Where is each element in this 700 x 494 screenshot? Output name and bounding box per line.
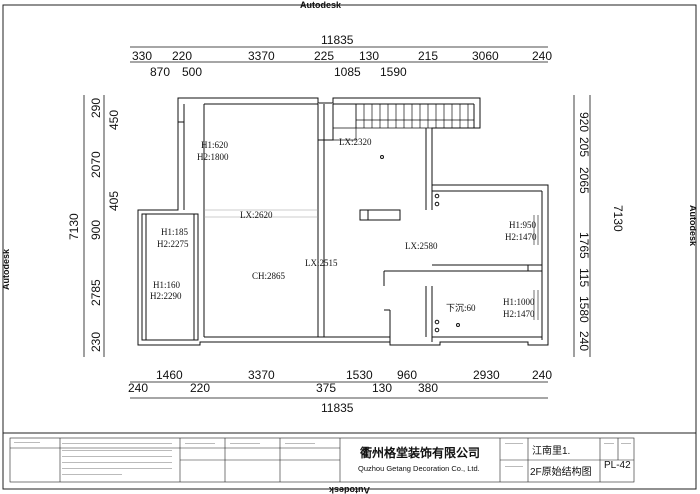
title-block (9, 437, 635, 483)
dim-left-total: 7130 (67, 213, 81, 240)
dimension-label: 290 (89, 98, 103, 118)
room-label: H1:620 (201, 140, 229, 150)
dimension-label: 2065 (577, 167, 591, 194)
company-name-en: Quzhou Getang Decoration Co., Ltd. (358, 464, 480, 473)
room-label: H2:1470 (503, 309, 535, 319)
dim-left-segments: 290 450 2070 405 900 2785 230 (89, 98, 121, 352)
dimension-label: 375 (316, 381, 336, 395)
room-label: CH:2865 (252, 271, 286, 281)
dim-top-total: 11835 (321, 33, 354, 47)
dimension-label: 900 (89, 220, 103, 240)
room-label: H2:1800 (197, 152, 229, 162)
room-labels: H1:620 H2:1800 LX:2320 LX:2620 H1:185 H2… (150, 137, 537, 319)
dimension-label: 240 (577, 331, 591, 351)
title-block-fine-print (14, 442, 631, 475)
right-dimension-chain (573, 95, 591, 357)
bottom-dimension-chain (130, 381, 548, 399)
dimension-label: 130 (372, 381, 392, 395)
inner-wall (178, 104, 185, 123)
dimension-label: 380 (418, 381, 438, 395)
dimension-label: 130 (359, 49, 379, 63)
left-dimension-chain (83, 95, 105, 357)
dim-bottom-total: 11835 (321, 401, 354, 415)
room-label: LX:2320 (339, 137, 372, 147)
dimension-label: 450 (107, 110, 121, 130)
room-label: H1:160 (153, 280, 181, 290)
dimension-label: 870 (150, 65, 170, 79)
project-name: 江南里1. (532, 444, 570, 457)
dimension-label: 230 (89, 332, 103, 352)
room-label: H2:2290 (150, 291, 182, 301)
top-dimension-chain (130, 46, 548, 63)
room-label: LX:2515 (305, 258, 338, 268)
outer-wall (137, 97, 549, 346)
watermark-top: Autodesk (300, 0, 342, 10)
dim-right-total: 7130 (611, 205, 625, 232)
dimension-label: 220 (190, 381, 210, 395)
room-label: H1:950 (509, 220, 537, 230)
dimension-label: 240 (532, 368, 552, 382)
room-label: LX:2580 (405, 241, 438, 251)
room-label: H1:1000 (503, 297, 535, 307)
dimension-label: 1765 (577, 232, 591, 259)
room-label: H2:1470 (505, 232, 537, 242)
dim-top-upper: 330 220 3370 225 130 215 3060 240 (132, 49, 552, 63)
dimension-label: 1460 (156, 368, 183, 382)
dimension-label: 1580 (577, 296, 591, 323)
dimension-label: 2785 (89, 279, 103, 306)
dimension-label: 3370 (248, 49, 275, 63)
drawing-number: PL-42 (604, 460, 631, 471)
dimension-label: 1530 (346, 368, 373, 382)
drawing-title: 2F原始结构图 (530, 465, 592, 478)
dimension-label: 220 (172, 49, 192, 63)
dimension-label: 215 (418, 49, 438, 63)
dim-top-lower: 870 500 1085 1590 (150, 65, 407, 79)
watermark-right: Autodesk (688, 205, 698, 247)
sheet-border (2, 4, 697, 490)
dimension-label: 1590 (380, 65, 407, 79)
watermark-left: Autodesk (1, 248, 11, 290)
dimension-label: 405 (107, 191, 121, 211)
room-label: H1:185 (161, 227, 189, 237)
room-label: LX:2620 (240, 210, 273, 220)
dimension-label: 240 (532, 49, 552, 63)
dimension-label: 1085 (334, 65, 361, 79)
dimension-label: 960 (397, 368, 417, 382)
dim-right-segments: 920 205 2065 1765 115 1580 240 (577, 112, 591, 351)
dimension-label: 225 (314, 49, 334, 63)
dimension-label: 115 (577, 268, 591, 287)
dimension-label: 3060 (472, 49, 499, 63)
dimension-label: 2930 (473, 368, 500, 382)
dimension-label: 500 (182, 65, 202, 79)
dimension-label: 205 (577, 137, 591, 157)
dim-bottom-lower: 240 220 375 130 380 (128, 381, 438, 395)
dimension-label: 920 (577, 112, 591, 132)
dimension-label: 3370 (248, 368, 275, 382)
dimension-label: 2070 (89, 151, 103, 178)
room-label: H2:2275 (157, 239, 189, 249)
dimension-label: 330 (132, 49, 152, 63)
room-label: 下沉:60 (446, 303, 476, 313)
watermark-bottom: Autodesk (328, 485, 370, 494)
company-name-cn: 衢州格堂装饰有限公司 (360, 445, 480, 460)
floor-plan (137, 97, 549, 346)
dim-bottom-upper: 1460 3370 1530 960 2930 240 (156, 368, 552, 382)
dimension-label: 240 (128, 381, 148, 395)
